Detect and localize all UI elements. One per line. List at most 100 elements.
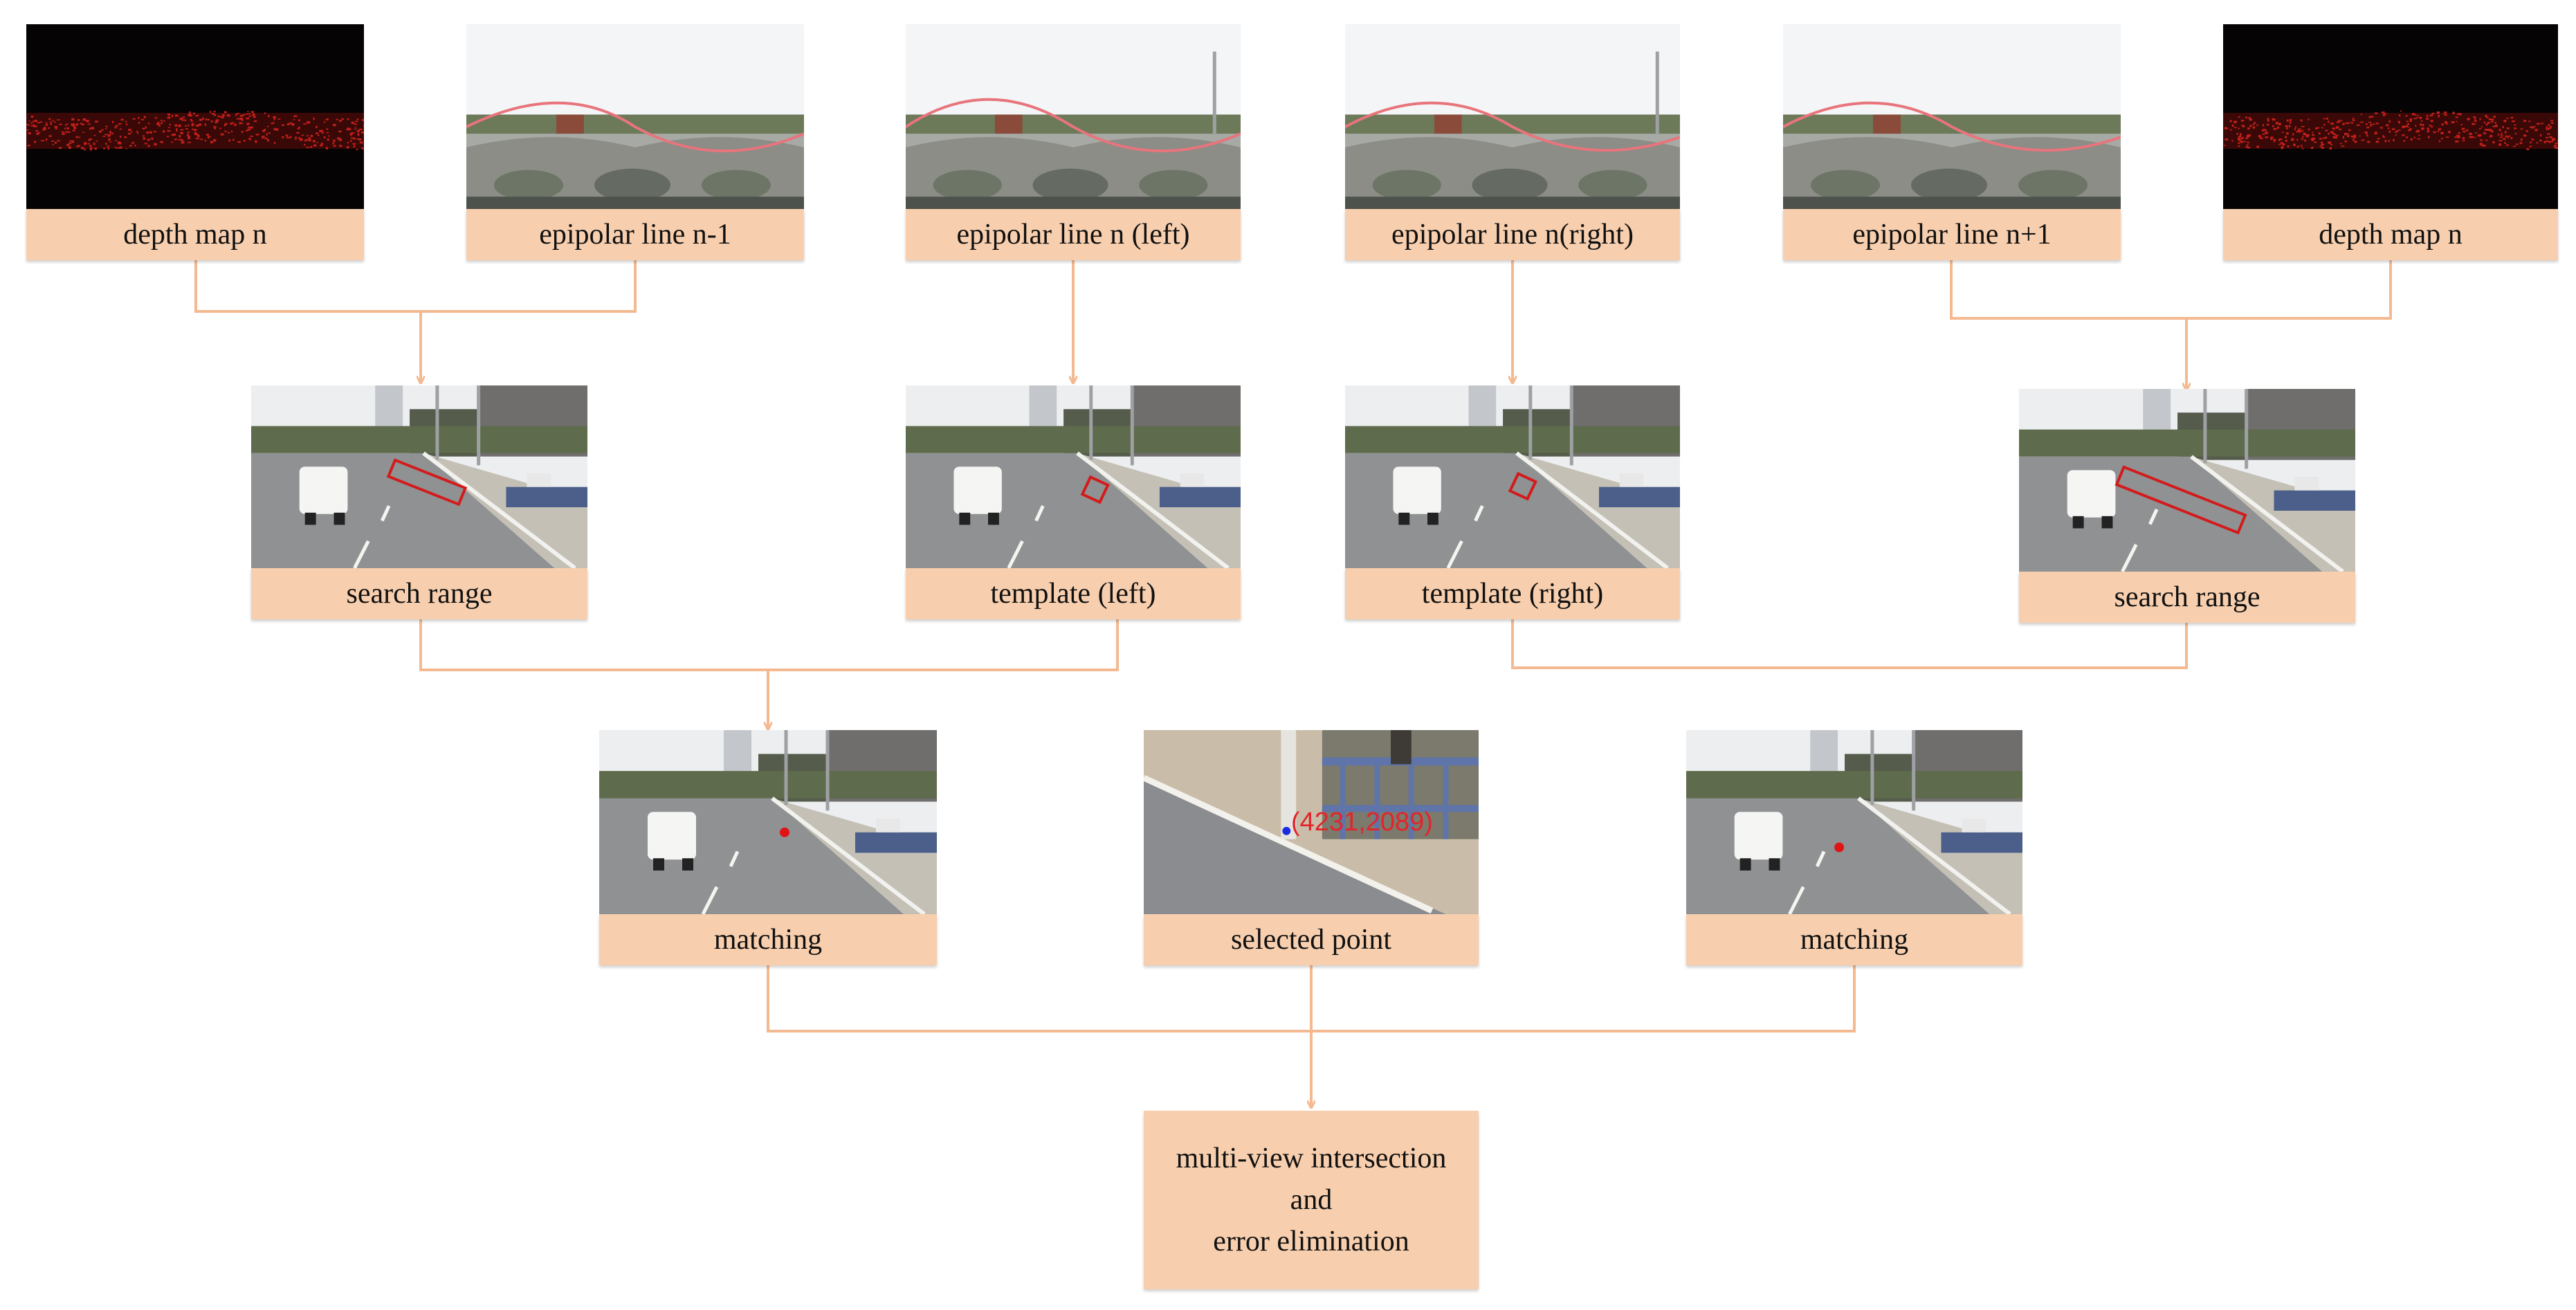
depth-point (2417, 114, 2419, 116)
depth-point (2395, 134, 2397, 136)
depth-point (225, 122, 228, 125)
depth-point (109, 141, 111, 143)
depth-point (338, 130, 342, 133)
depth-point (214, 120, 218, 123)
depth-point (2262, 129, 2264, 132)
depth-point (2231, 124, 2234, 127)
depth-point (190, 119, 192, 121)
depth-point (240, 122, 244, 125)
depth-point (2510, 137, 2513, 139)
depth-point (2245, 138, 2248, 140)
depth-point (76, 123, 79, 125)
depth-point (355, 124, 357, 125)
depth-point (214, 127, 216, 129)
depth-point (333, 124, 336, 127)
depth-point (213, 139, 217, 142)
depth-point (2503, 138, 2506, 140)
depth-point (2487, 129, 2490, 131)
depth-point (307, 121, 311, 124)
depth-point (95, 140, 98, 142)
depth-point (216, 119, 219, 122)
depth-point (2384, 140, 2387, 143)
depth-point (2471, 136, 2474, 138)
depth-point (2555, 143, 2558, 144)
depth-point (188, 136, 190, 140)
depth-point (2368, 121, 2372, 123)
depth-point (178, 125, 181, 127)
depth-point (2494, 125, 2499, 127)
depth-point (2316, 127, 2319, 129)
depth-point (2225, 138, 2229, 140)
depth-point (347, 142, 349, 144)
depth-point (2294, 126, 2296, 128)
depth-point (167, 136, 170, 138)
depth-point (2288, 125, 2291, 127)
depth-point (304, 140, 306, 142)
depth-point (274, 142, 276, 145)
depth-point (156, 122, 160, 125)
depth-point (2546, 136, 2548, 139)
depth-point (2341, 145, 2345, 147)
depth-point (93, 143, 95, 145)
depth-point (2296, 131, 2299, 133)
depth-point (298, 119, 301, 121)
depth-point (2382, 111, 2385, 113)
depth-point (2429, 125, 2432, 126)
depth-point (354, 145, 356, 147)
depth-point (2444, 121, 2448, 124)
depth-point (268, 115, 270, 118)
depth-point (261, 136, 265, 138)
depth-point (2366, 135, 2368, 137)
depth-point (2240, 138, 2244, 140)
depth-point (341, 118, 345, 120)
depth-point (195, 115, 199, 117)
template-right-label: template (right) (1345, 568, 1680, 619)
depth-point (2497, 134, 2500, 136)
depth-point (325, 147, 328, 149)
depth-point (66, 123, 68, 125)
depth-point (2241, 125, 2245, 127)
depth-point (2483, 121, 2486, 124)
depth-point (101, 129, 104, 131)
depth-point (237, 141, 241, 143)
depth-point (2414, 114, 2417, 116)
depth-point (2398, 121, 2401, 124)
depth-point (2510, 116, 2514, 119)
depth-point (88, 143, 90, 145)
depth-point (2258, 135, 2261, 138)
depth-point (2272, 125, 2274, 127)
depth-point (298, 137, 301, 139)
depth-point (2421, 127, 2424, 130)
depth-point (87, 123, 91, 125)
depth-point (195, 138, 199, 140)
depth-point (2281, 147, 2283, 149)
depth-point (316, 142, 318, 143)
depth-point (2461, 127, 2465, 130)
depth-point (180, 131, 183, 134)
depth-point (327, 118, 329, 120)
depth-point (2345, 122, 2348, 125)
depth-point (88, 138, 91, 141)
depth-point (2492, 141, 2495, 144)
depth-point (2350, 121, 2353, 124)
depth-point (185, 128, 188, 129)
depth-point (2456, 120, 2458, 122)
depth-point (2296, 145, 2299, 148)
depth-point (268, 132, 271, 134)
depth-point (2245, 116, 2248, 119)
depth-point (336, 118, 338, 120)
template-left-image (906, 385, 1241, 568)
depth-point (119, 146, 122, 149)
depth-point (2238, 136, 2240, 138)
depth-point (76, 145, 78, 147)
depth-point (255, 140, 257, 143)
depth-point (57, 119, 60, 120)
depth-point (30, 125, 33, 127)
depth-point (2458, 132, 2460, 134)
depth-point (2366, 132, 2368, 135)
depth-point (2239, 133, 2242, 136)
depth-point (332, 143, 334, 145)
depth-point (125, 148, 127, 149)
depth-point (2386, 124, 2389, 127)
depth-point (2543, 141, 2546, 143)
